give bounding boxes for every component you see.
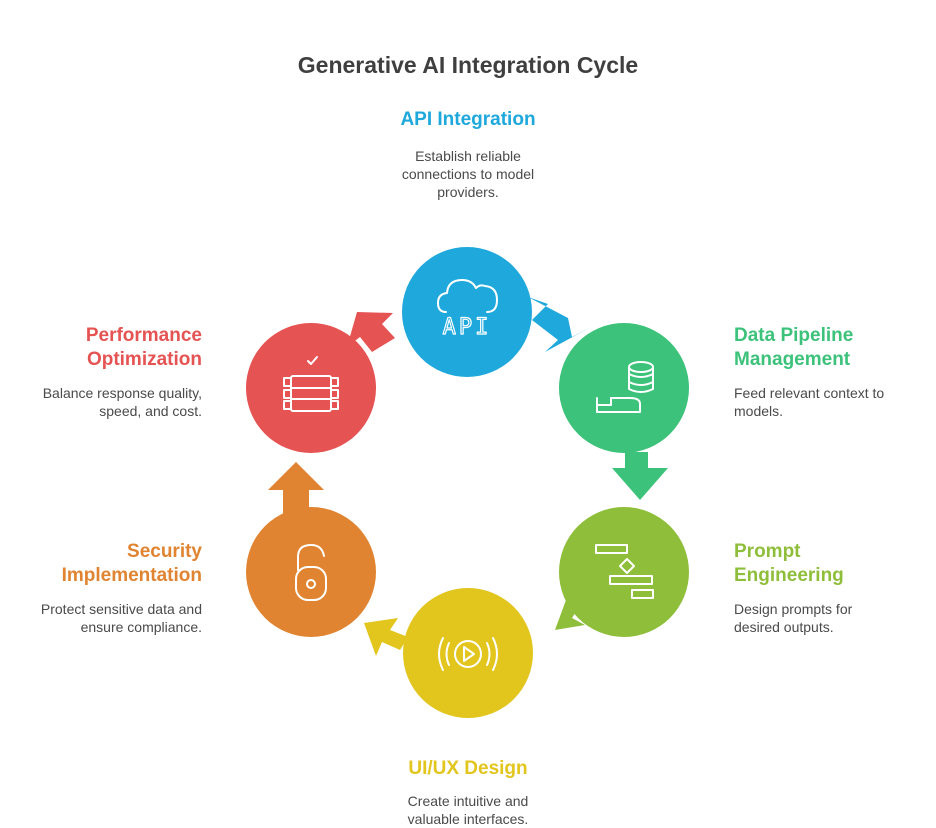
- data-desc-line: Feed relevant context to: [734, 385, 885, 401]
- uiux-desc-line: Create intuitive and: [407, 793, 529, 809]
- uiux-description: Create intuitive and valuable interfaces…: [318, 792, 618, 828]
- api-icon-label: API: [443, 315, 492, 340]
- data-desc-line: models.: [734, 403, 784, 419]
- data-title-line: Data Pipeline: [734, 325, 854, 346]
- arrow-api-to-data: [528, 297, 591, 352]
- data-circle: [559, 323, 689, 453]
- cycle-arrows: [268, 297, 668, 656]
- prompt-title-line: Engineering: [734, 565, 844, 586]
- performance-description: Balance response quality, speed, and cos…: [6, 384, 202, 420]
- prompt-circle: [559, 507, 689, 637]
- prompt-description: Design prompts for desired outputs.: [734, 600, 929, 636]
- security-title-line: Security: [127, 541, 202, 562]
- database-icon: [596, 361, 654, 413]
- performance-desc-line: Balance response quality,: [42, 385, 202, 401]
- api-circle: [402, 247, 532, 377]
- api-desc-line: Establish reliable: [415, 148, 521, 164]
- security-desc-line: Protect sensitive data and: [40, 601, 202, 617]
- arrow-performance-to-api: [347, 312, 395, 352]
- security-description: Protect sensitive data and ensure compli…: [6, 600, 202, 636]
- performance-desc-line: speed, and cost.: [99, 403, 202, 419]
- performance-title-line: Performance: [85, 325, 202, 346]
- uiux-desc-line: valuable interfaces.: [407, 811, 529, 827]
- arrow-data-to-prompt: [612, 452, 668, 500]
- api-desc-line: providers.: [437, 184, 499, 200]
- prompt-desc-line: Design prompts for: [734, 601, 853, 617]
- arrow-security-to-performance: [268, 462, 324, 520]
- data-title-line: Management: [734, 349, 851, 370]
- arrow-uiux-to-security: [364, 618, 408, 656]
- data-description: Feed relevant context to models.: [734, 384, 929, 420]
- api-description: Establish reliable connections to model …: [318, 147, 618, 201]
- security-title: Security Implementation: [6, 540, 202, 588]
- diagram-title: Generative AI Integration Cycle: [297, 52, 639, 78]
- uiux-title: UI/UX Design: [408, 758, 528, 779]
- prompt-title-line: Prompt: [734, 541, 801, 562]
- security-circle: [246, 507, 376, 637]
- cloud-api-icon: API: [437, 279, 498, 341]
- api-title: API Integration: [400, 109, 536, 130]
- api-desc-line: connections to model: [401, 166, 535, 182]
- prompt-desc-line: desired outputs.: [734, 619, 834, 635]
- performance-title: Performance Optimization: [6, 324, 202, 372]
- prompt-title: Prompt Engineering: [734, 540, 929, 588]
- performance-title-line: Optimization: [86, 349, 202, 370]
- server-check-icon: [283, 356, 339, 412]
- security-title-line: Implementation: [61, 565, 202, 586]
- unlocked-padlock-icon: [295, 544, 327, 601]
- uiux-circle: [403, 588, 533, 718]
- flowchart-icon: [595, 544, 654, 599]
- broadcast-play-icon: [438, 637, 498, 671]
- data-title: Data Pipeline Management: [734, 324, 929, 372]
- security-desc-line: ensure compliance.: [80, 619, 202, 635]
